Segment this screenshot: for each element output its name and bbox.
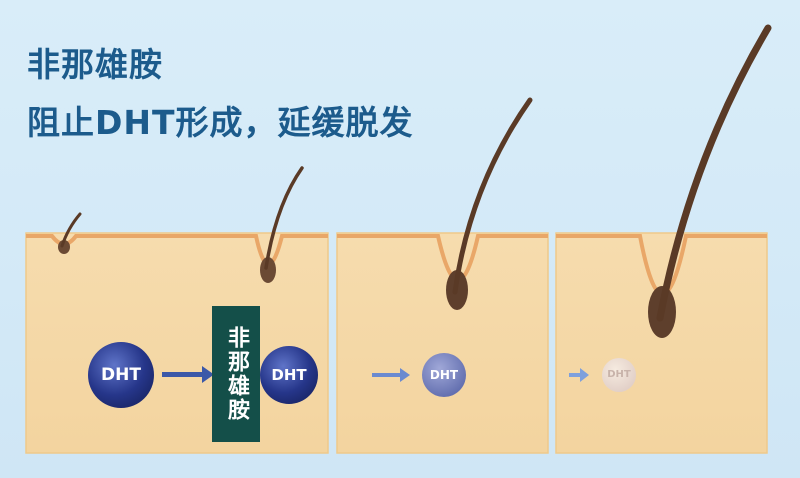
arrow-dht-to-drug	[162, 366, 214, 383]
hair-follicle-medium	[446, 97, 533, 310]
dht-molecule-large	[88, 342, 154, 408]
dht-molecule-small	[422, 353, 466, 397]
dht-label-3: DHT	[429, 368, 459, 382]
finasteride-label: 非那雄胺	[212, 306, 260, 442]
arrow-panel-3	[569, 368, 589, 382]
scalp-panel-2	[336, 97, 549, 454]
dht-molecule-medium	[260, 346, 318, 404]
dht-molecule-faded	[602, 358, 636, 392]
arrow-panel-2	[372, 368, 410, 382]
dht-label-4: DHT	[607, 369, 631, 380]
hair-follicle-growing	[260, 166, 304, 283]
headline-drug-name: 非那雄胺	[27, 45, 163, 84]
dht-label-2: DHT	[271, 366, 307, 384]
hair-follicle-small	[58, 212, 82, 254]
hair-follicle-thick	[648, 24, 772, 338]
scalp-panel-1	[25, 166, 329, 454]
scalp-panel-3	[555, 24, 772, 454]
dht-label-1: DHT	[101, 365, 141, 385]
headline-effect: 阻止DHT形成，延缓脱发	[27, 103, 414, 142]
